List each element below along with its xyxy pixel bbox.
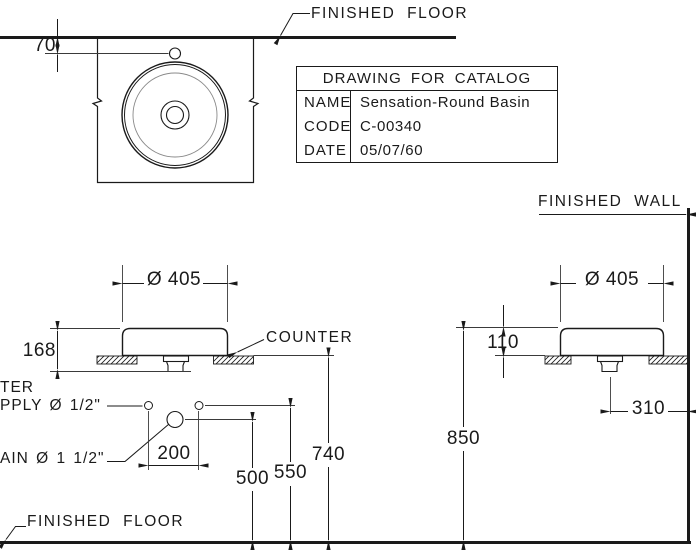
- title-block-date-value: 05/07/60: [360, 141, 424, 159]
- title-block-code-label: CODE: [297, 114, 351, 139]
- supply-hole-left: [144, 401, 153, 410]
- drain-flange-front: [162, 355, 190, 363]
- dim-supply-height: 550: [273, 462, 308, 483]
- drain-leader: [107, 423, 170, 462]
- counter-section-wall-right: [648, 355, 689, 365]
- drain-body-side: [599, 360, 620, 373]
- finished-floor-top-leader: [273, 13, 310, 46]
- title-block-row-date: DATE 05/07/60: [297, 138, 557, 163]
- label-counter: COUNTER: [266, 329, 354, 346]
- finished-floor-bottom-leader: [0, 526, 26, 549]
- dim-drain-to-wall: 310: [631, 398, 666, 419]
- faucet-hole: [168, 47, 182, 60]
- counter-section-wall-left: [544, 355, 572, 365]
- dim-counter-height: 740: [311, 444, 346, 465]
- front-elevation: [50, 265, 334, 550]
- basin-front: [121, 327, 229, 357]
- title-block-name-label: NAME: [297, 91, 351, 115]
- label-drain: AIN Ø 1 1/2": [0, 450, 105, 467]
- supply-hole-right: [194, 401, 204, 410]
- label-finished-floor-bottom: FINISHED FLOOR: [27, 513, 185, 530]
- label-water-supply-line2: PPLY Ø 1/2": [0, 397, 101, 414]
- drain-flange-side: [596, 355, 624, 363]
- label-finished-wall: FINISHED WALL: [538, 193, 682, 210]
- title-block-name-value: Sensation-Round Basin: [360, 94, 531, 112]
- dim-faucet-offset: 70: [33, 35, 56, 56]
- label-finished-floor-top: FINISHED FLOOR: [311, 5, 469, 22]
- dim-basin-diameter-side: Ø 405: [584, 269, 640, 290]
- dim-height-above-counter: 110: [487, 332, 519, 353]
- dim-basin-total-height: 168: [22, 340, 56, 361]
- title-block-date-label: DATE: [297, 138, 351, 163]
- side-elevation: [456, 265, 696, 550]
- dim-drain-height: 500: [235, 468, 270, 489]
- title-block-code-value: C-00340: [360, 118, 422, 135]
- counter-section-right: [213, 355, 254, 365]
- basin-side: [559, 327, 665, 357]
- counter-section-left: [96, 355, 138, 365]
- title-block-body: NAME Sensation-Round Basin CODE C-00340 …: [297, 91, 557, 163]
- title-block: DRAWING FOR CATALOG NAME Sensation-Round…: [296, 66, 558, 163]
- drain-body-front: [165, 360, 186, 373]
- dim-rim-height: 850: [446, 428, 481, 449]
- dim-basin-diameter-front: Ø 405: [146, 269, 202, 290]
- title-block-row-code: CODE C-00340: [297, 114, 557, 139]
- counter-leader: [227, 339, 265, 359]
- label-water-supply-line1: TER: [0, 379, 34, 396]
- plan-view: [45, 19, 260, 184]
- title-block-row-name: NAME Sensation-Round Basin: [297, 91, 557, 115]
- title-block-header: DRAWING FOR CATALOG: [297, 67, 557, 91]
- drain-point: [166, 410, 184, 429]
- dim-supply-spacing: 200: [157, 443, 191, 464]
